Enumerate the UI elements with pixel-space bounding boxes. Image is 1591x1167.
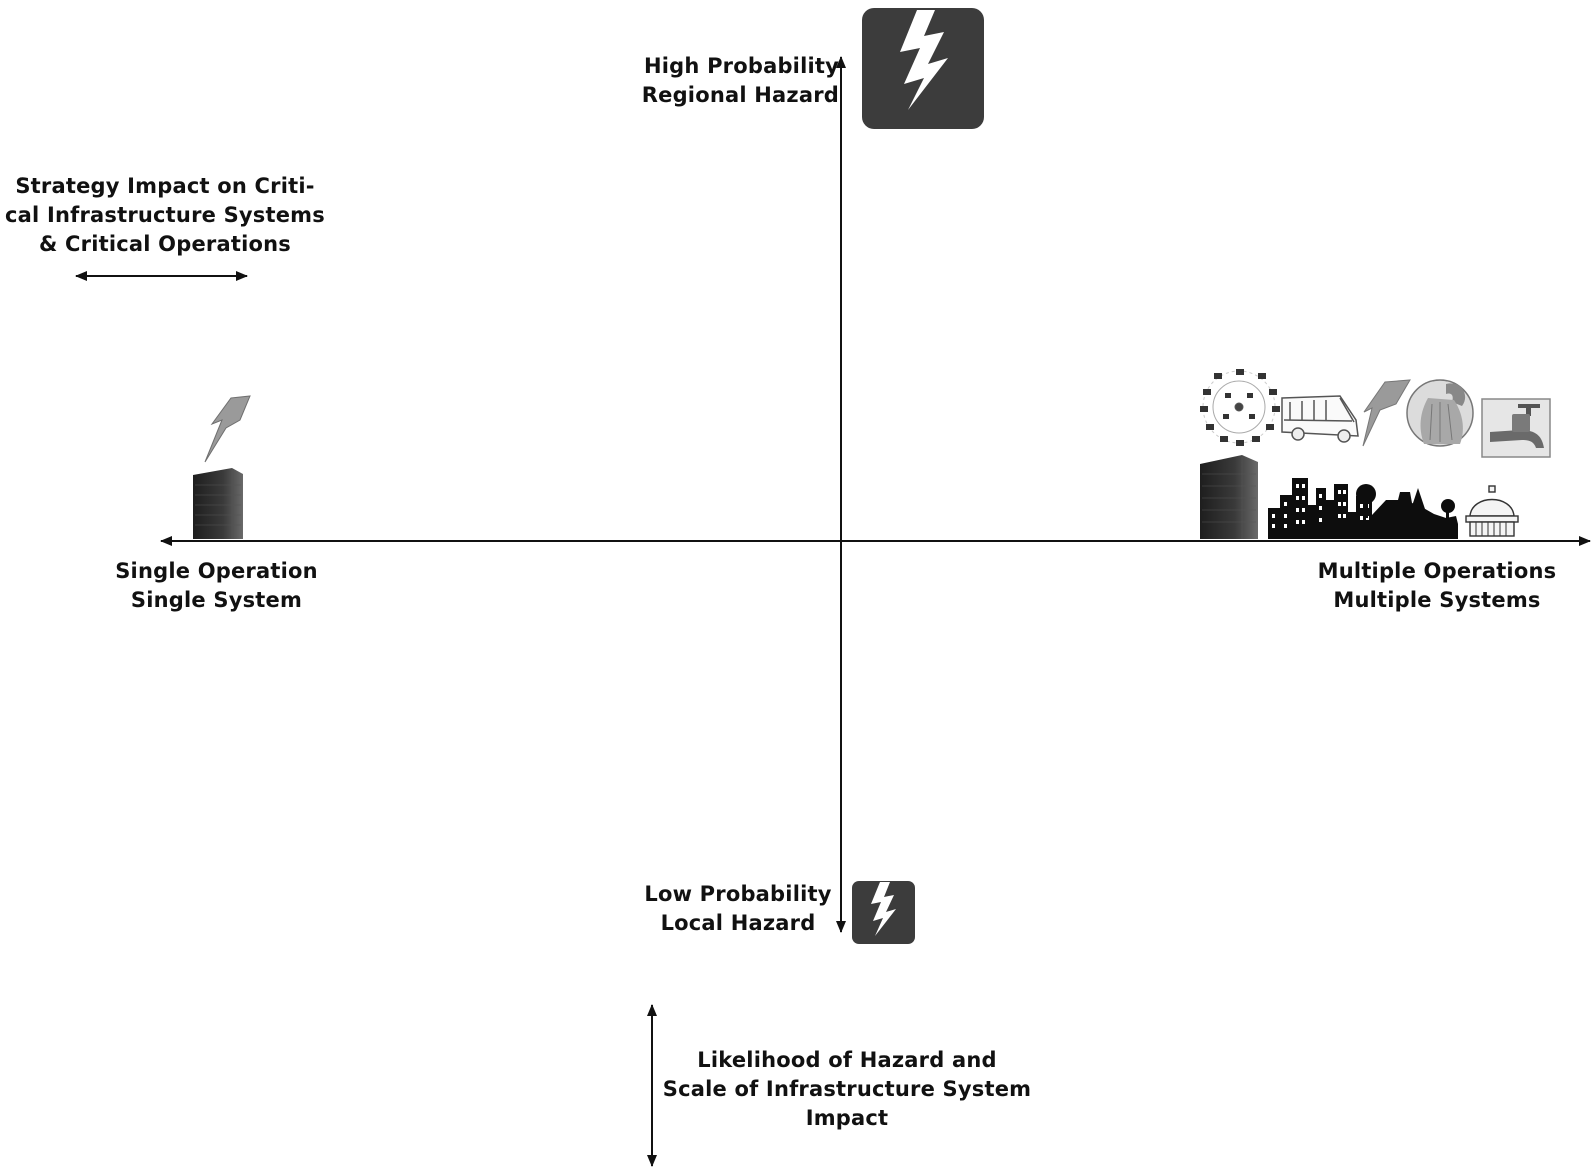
- single-building-icon: [193, 468, 243, 539]
- strategy-impact-legend-label: Strategy Impact on Criti- cal Infrastruc…: [4, 172, 326, 259]
- low-hazard-icon: [852, 881, 915, 944]
- power-bolt-icon: [1362, 379, 1411, 447]
- single-operation-label: Single Operation Single System: [104, 557, 329, 615]
- network-icon: [1200, 369, 1280, 446]
- strategy-impact-line-1: Strategy Impact on Criti-: [15, 174, 315, 198]
- strategy-impact-line-2: cal Infrastructure Systems: [5, 203, 325, 227]
- single-bolt-icon: [204, 395, 251, 463]
- multiple-operations-line-2: Multiple Systems: [1333, 588, 1541, 612]
- high-probability-line-2: Regional Hazard: [641, 83, 839, 107]
- city-skyline-icon: [1268, 478, 1458, 539]
- capitol-building-icon: [1465, 485, 1519, 537]
- wastewater-icon: [1406, 379, 1474, 447]
- bus-icon: [1281, 395, 1359, 443]
- multiple-operations-line-1: Multiple Operations: [1317, 559, 1557, 583]
- likelihood-line-3: Impact: [805, 1106, 889, 1130]
- high-probability-label: High Probability Regional Hazard: [642, 52, 839, 110]
- strategy-impact-line-3: & Critical Operations: [39, 232, 291, 256]
- high-hazard-icon: [862, 8, 984, 129]
- multiple-operations-label: Multiple Operations Multiple Systems: [1302, 557, 1572, 615]
- single-operation-line-1: Single Operation: [115, 559, 318, 583]
- low-probability-line-2: Local Hazard: [660, 911, 816, 935]
- likelihood-line-2: Scale of Infrastructure System: [662, 1077, 1032, 1101]
- likelihood-legend-label: Likelihood of Hazard and Scale of Infras…: [662, 1046, 1032, 1133]
- high-probability-line-1: High Probability: [644, 54, 839, 78]
- faucet-icon: [1481, 398, 1551, 458]
- tower-building-icon: [1200, 455, 1258, 539]
- likelihood-line-1: Likelihood of Hazard and: [697, 1048, 997, 1072]
- low-probability-label: Low Probability Local Hazard: [633, 880, 843, 938]
- single-operation-line-2: Single System: [130, 588, 303, 612]
- low-probability-line-1: Low Probability: [644, 882, 832, 906]
